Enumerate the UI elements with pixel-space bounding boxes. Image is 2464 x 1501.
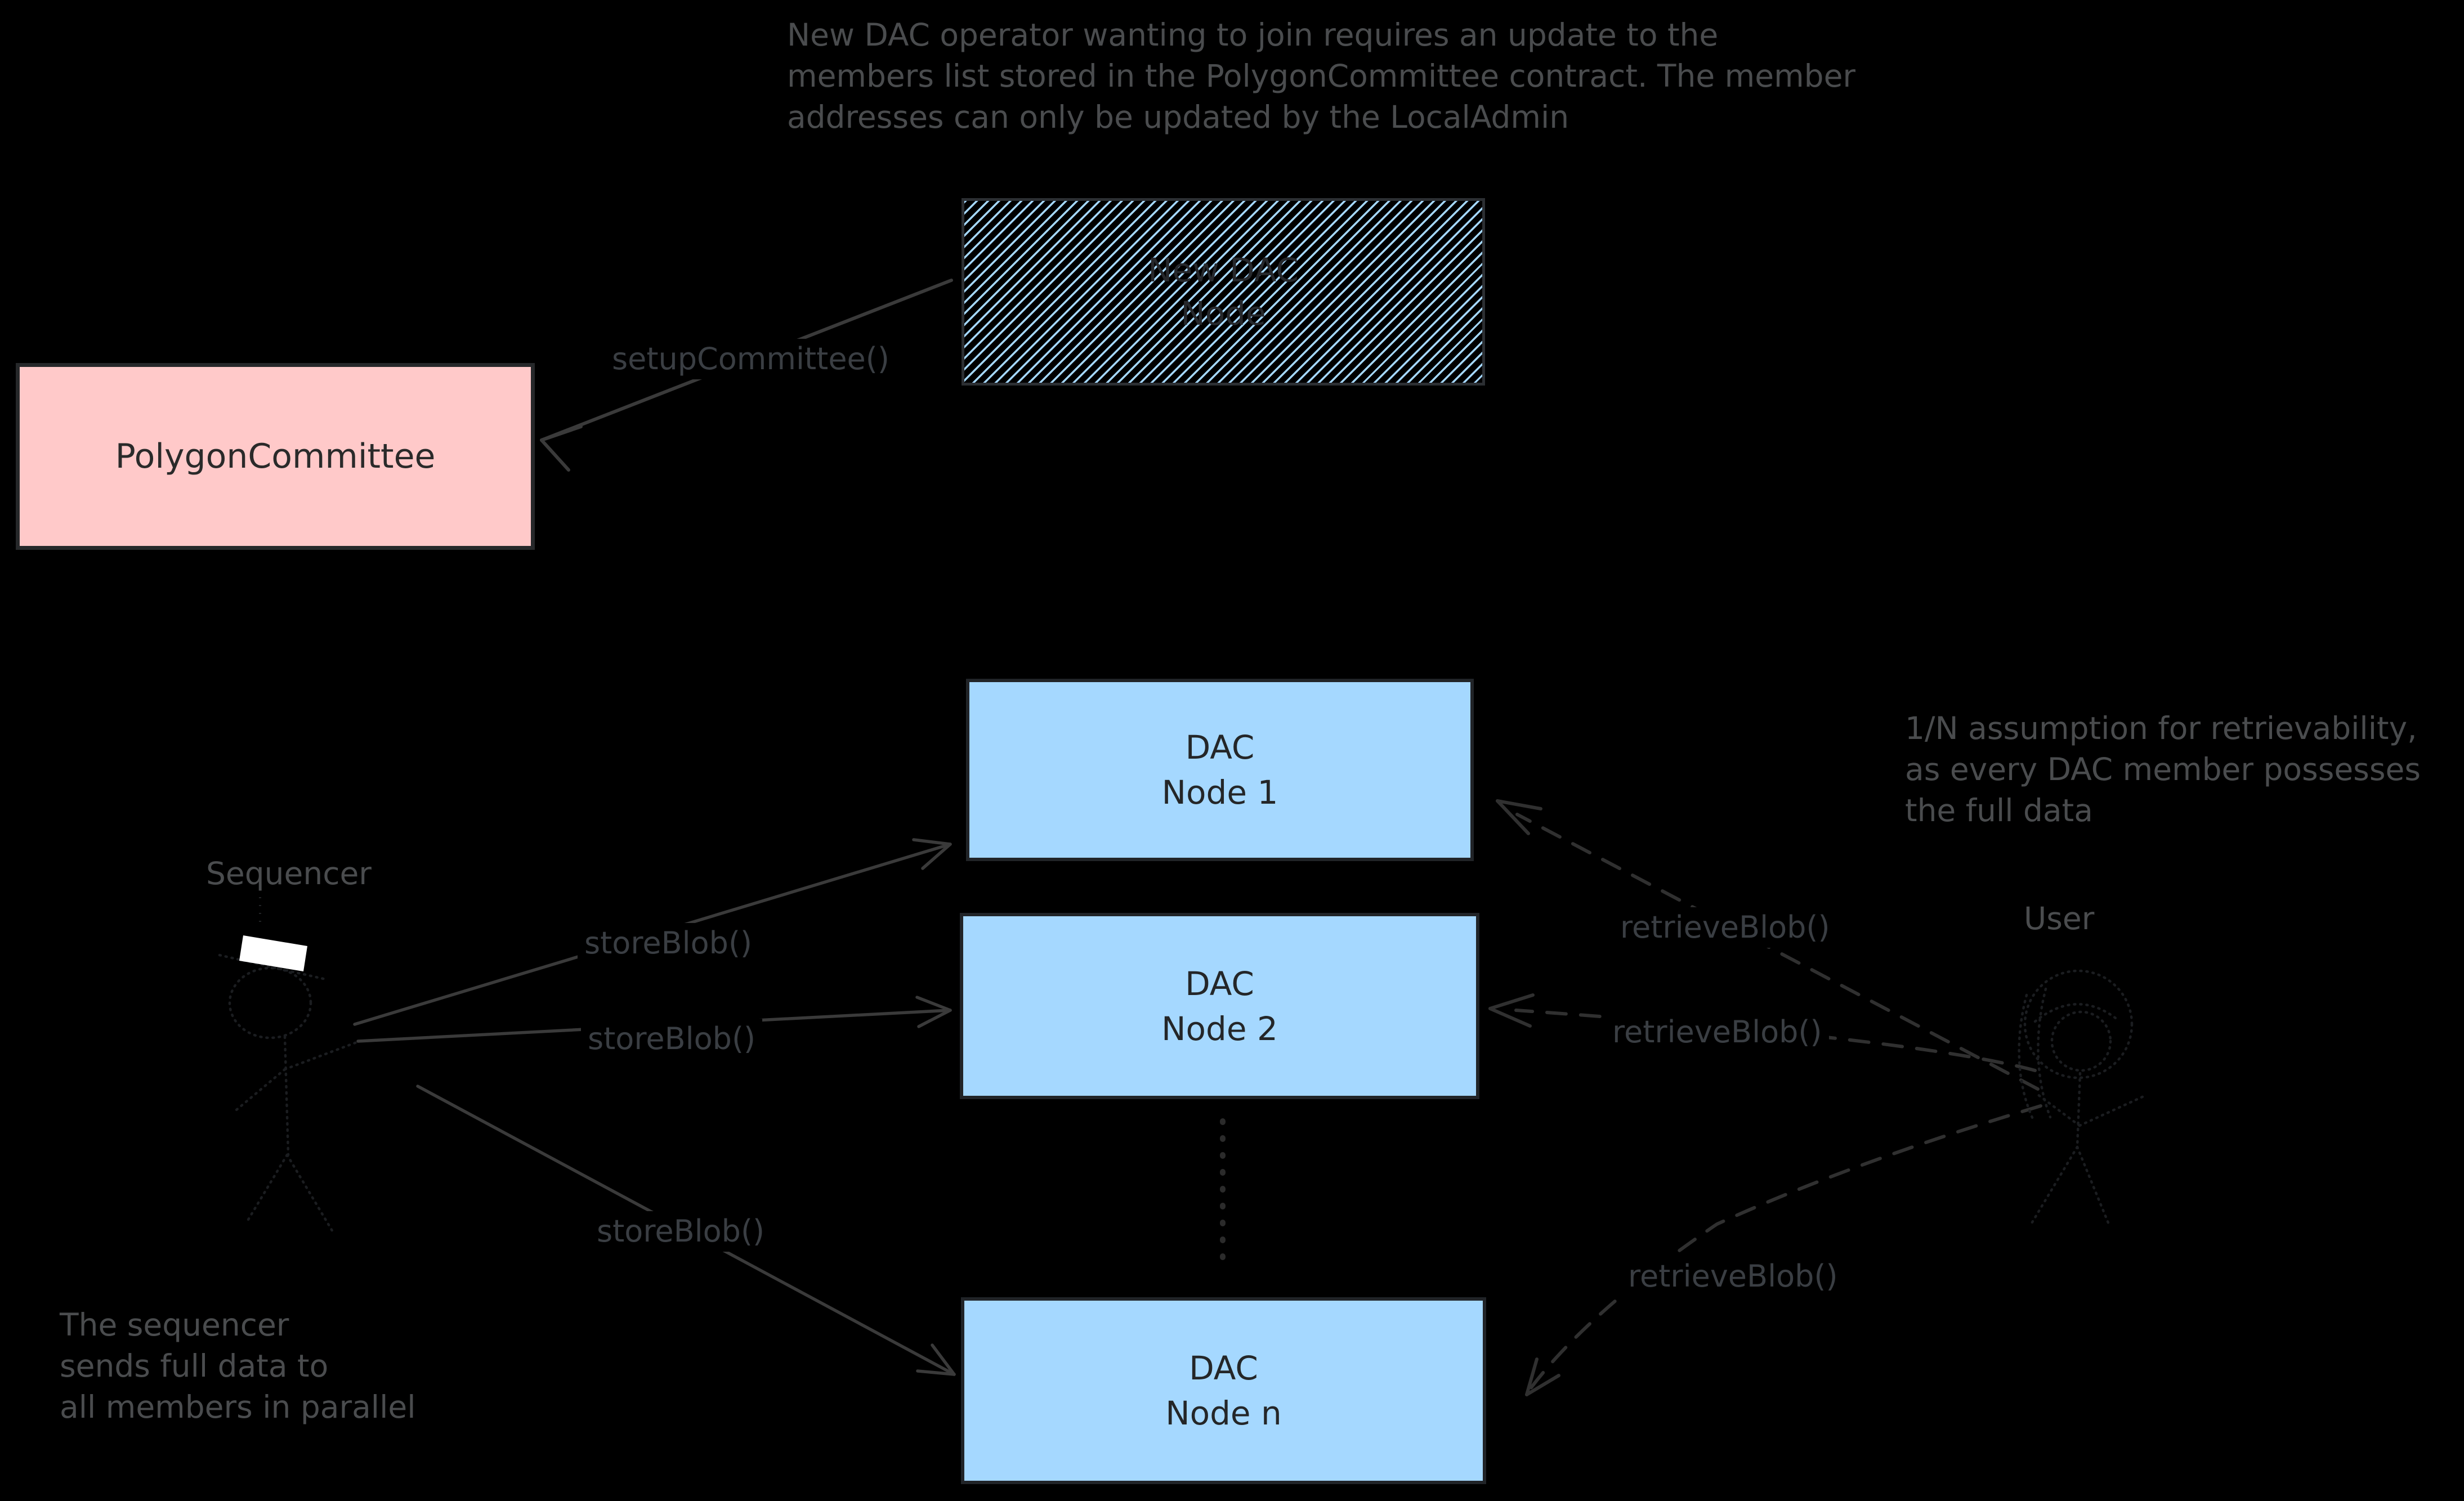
dac-node-1-label: Node 1	[1161, 773, 1278, 812]
dac-node-n-label: Node n	[1165, 1394, 1282, 1432]
sequencer-label: Sequencer	[206, 855, 372, 891]
retrievability-note-line: the full data	[1905, 792, 2093, 828]
retrieve-blob-edge-label-2: retrieveBlob()	[1606, 1012, 1829, 1052]
store-blob-edge-label-2: storeBlob()	[581, 1019, 763, 1059]
sequencer-note: The sequencer sends full data to all mem…	[60, 1305, 415, 1428]
dac-node-2-box: DAC Node 2	[960, 913, 1479, 1099]
new-dac-node-label: New DAC	[1148, 250, 1299, 289]
retrieve-blob-edge-label-1: retrieveBlob()	[1613, 907, 1837, 948]
sequencer-figure	[218, 953, 360, 1234]
top-note-line: members list stored in the PolygonCommit…	[787, 58, 1856, 94]
retrievability-note: 1/N assumption for retrievability, as ev…	[1905, 708, 2421, 831]
dac-node-n-label: DAC	[1189, 1349, 1258, 1387]
retrieve-blob-edge-label-3: retrieveBlob()	[1621, 1256, 1845, 1297]
retrievability-note-line: 1/N assumption for retrievability,	[1905, 710, 2417, 746]
user-label: User	[2024, 900, 2095, 937]
dac-node-1-label: DAC	[1185, 728, 1255, 767]
dac-node-2-label: DAC	[1185, 964, 1254, 1003]
dac-node-n-box: DAC Node n	[961, 1297, 1486, 1484]
dac-node-1-box: DAC Node 1	[966, 679, 1474, 861]
setup-committee-edge-label: setupCommittee()	[605, 339, 896, 379]
retrievability-note-line: as every DAC member possesses	[1905, 751, 2421, 787]
store-blob-edge-label-1: storeBlob()	[578, 923, 759, 964]
retrieve-blob-arrow-3	[1525, 1104, 2042, 1396]
dac-node-2-label: Node 2	[1161, 1009, 1278, 1048]
polygon-committee-box: PolygonCommittee	[16, 363, 535, 550]
store-blob-edge-label-3: storeBlob()	[590, 1211, 772, 1252]
top-note: New DAC operator wanting to join require…	[787, 15, 1855, 138]
sequencer-note-line: The sequencer	[60, 1307, 289, 1343]
new-dac-node-label: Node	[1180, 294, 1266, 333]
top-note-line: addresses can only be updated by the Loc…	[787, 99, 1569, 135]
new-dac-node-box: New DAC Node	[962, 198, 1485, 386]
top-note-line: New DAC operator wanting to join require…	[787, 17, 1719, 53]
sequencer-hat-icon	[239, 935, 307, 971]
retrieve-blob-arrow-1	[1496, 799, 2040, 1091]
user-figure	[2018, 969, 2147, 1229]
polygon-committee-label: PolygonCommittee	[115, 437, 436, 476]
sequencer-note-line: all members in parallel	[60, 1389, 416, 1425]
sequencer-note-line: sends full data to	[60, 1348, 329, 1384]
